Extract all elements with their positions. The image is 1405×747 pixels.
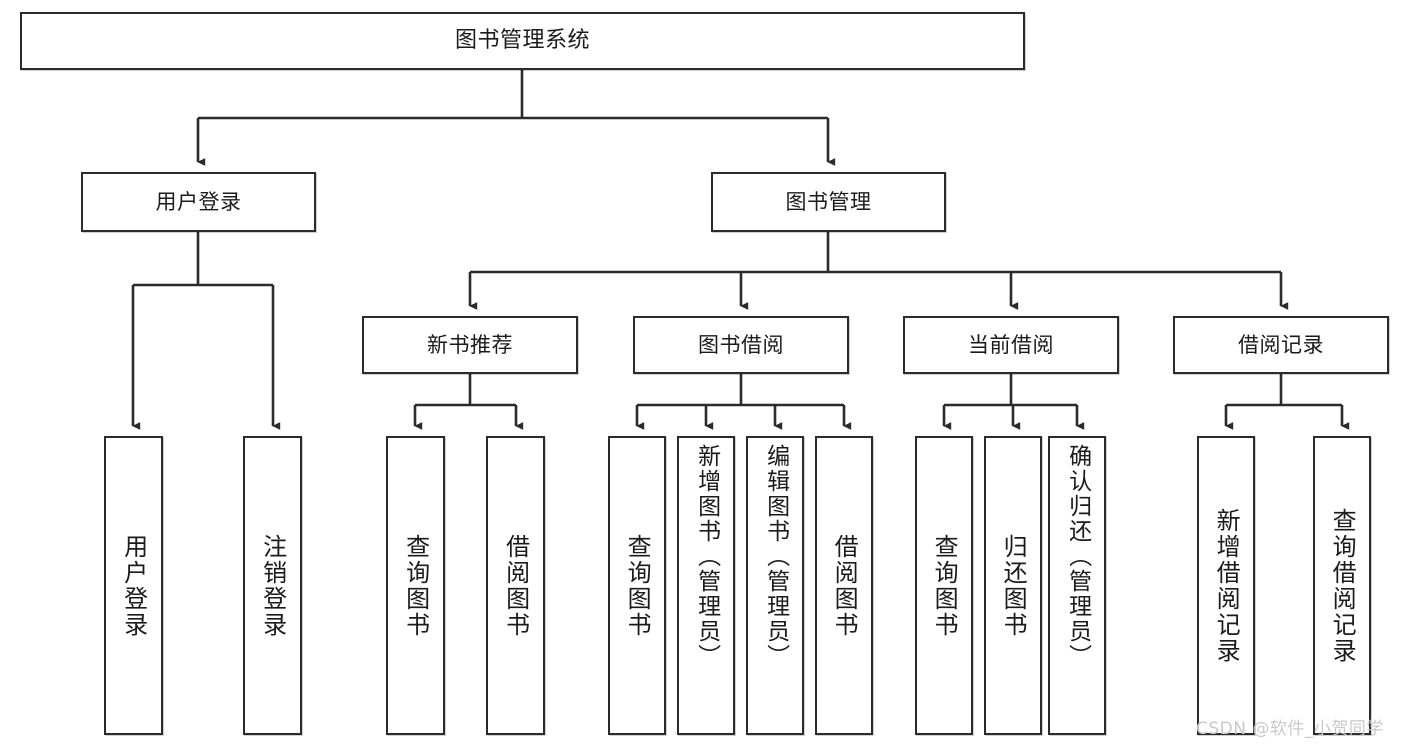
leaf-query-borrow-record[interactable]: 查询借阅记录 <box>1313 436 1371 735</box>
leaf-borrow-book[interactable]: 借阅图书 <box>815 436 873 735</box>
node-user-login-label: 用户登录 <box>155 189 242 214</box>
node-user-login[interactable]: 用户登录 <box>81 172 316 232</box>
leaf-query-book-current[interactable]: 查询图书 <box>915 436 973 735</box>
node-current-borrow-label: 当前借阅 <box>968 332 1054 357</box>
leaf-query-borrow-record-label: 查询借阅记录 <box>1328 507 1357 664</box>
leaf-query-book-borrow-label: 查询图书 <box>623 533 652 638</box>
leaf-add-borrow-record-label: 新增借阅记录 <box>1212 507 1241 664</box>
node-borrow-record-label: 借阅记录 <box>1238 332 1324 357</box>
leaf-return-book[interactable]: 归还图书 <box>984 436 1042 735</box>
leaf-query-book-borrow[interactable]: 查询图书 <box>608 436 666 735</box>
leaf-user-login[interactable]: 用户登录 <box>104 436 163 735</box>
leaf-add-book-admin[interactable]: 新增图书（管理员） <box>677 436 735 735</box>
leaf-edit-book-admin-label: 编辑图书（管理员） <box>762 444 789 669</box>
leaf-add-book-admin-label: 新增图书（管理员） <box>693 444 720 669</box>
leaf-logout[interactable]: 注销登录 <box>243 436 302 735</box>
node-current-borrow[interactable]: 当前借阅 <box>903 316 1119 374</box>
node-book-management-label: 图书管理 <box>785 189 872 214</box>
leaf-confirm-return-admin-label: 确认归还（管理员） <box>1064 444 1091 669</box>
leaf-query-book-recommend[interactable]: 查询图书 <box>386 436 445 735</box>
leaf-edit-book-admin[interactable]: 编辑图书（管理员） <box>746 436 804 735</box>
leaf-logout-label: 注销登录 <box>258 533 287 638</box>
node-book-borrow[interactable]: 图书借阅 <box>633 316 849 374</box>
leaf-query-book-current-label: 查询图书 <box>930 533 959 638</box>
leaf-user-login-label: 用户登录 <box>119 533 148 638</box>
node-new-book-recommend[interactable]: 新书推荐 <box>362 316 578 374</box>
leaf-query-book-recommend-label: 查询图书 <box>401 533 430 638</box>
node-book-management[interactable]: 图书管理 <box>711 172 946 232</box>
node-borrow-record[interactable]: 借阅记录 <box>1173 316 1389 374</box>
csdn-watermark: CSDN @软件_小贺同学 <box>1196 719 1384 739</box>
node-root[interactable]: 图书管理系统 <box>20 12 1025 70</box>
leaf-add-borrow-record[interactable]: 新增借阅记录 <box>1197 436 1255 735</box>
leaf-borrow-book-label: 借阅图书 <box>830 533 859 638</box>
node-book-borrow-label: 图书借阅 <box>698 332 784 357</box>
leaf-return-book-label: 归还图书 <box>999 533 1028 638</box>
node-root-label: 图书管理系统 <box>454 28 590 53</box>
leaf-borrow-book-recommend[interactable]: 借阅图书 <box>486 436 545 735</box>
leaf-confirm-return-admin[interactable]: 确认归还（管理员） <box>1048 436 1106 735</box>
leaf-borrow-book-recommend-label: 借阅图书 <box>501 533 530 638</box>
node-new-book-recommend-label: 新书推荐 <box>427 332 513 357</box>
